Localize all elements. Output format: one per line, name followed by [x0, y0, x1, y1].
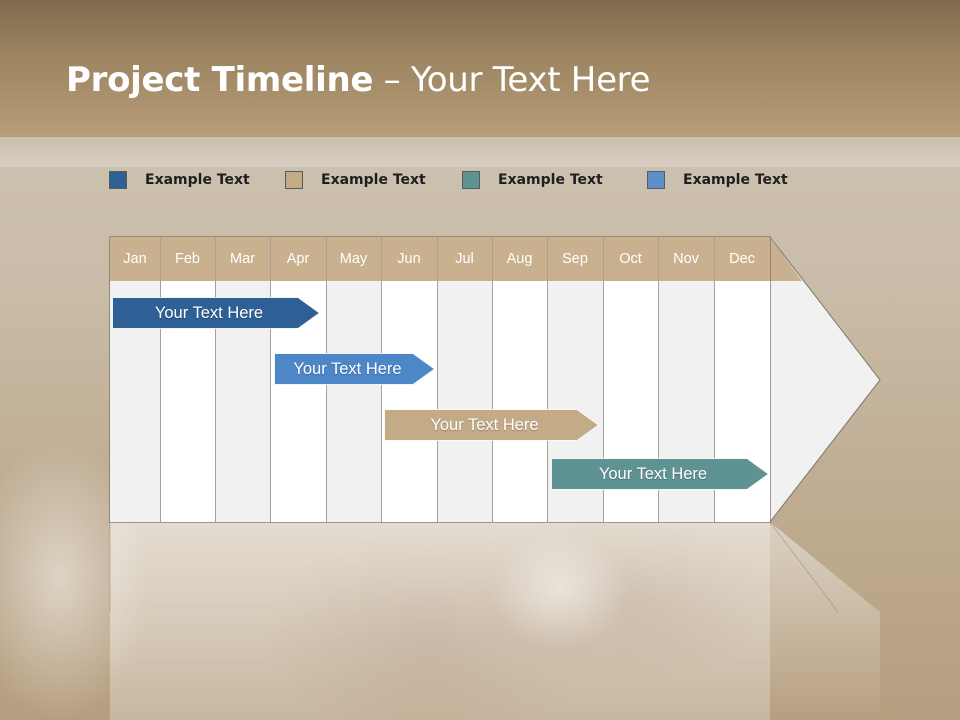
month-header-cell: [492, 237, 547, 281]
grid-line: [160, 237, 161, 522]
task-bar-shape: [551, 458, 769, 490]
month-column-aug: [492, 281, 547, 522]
grid-line: [714, 237, 715, 522]
title-bold: Project Timeline: [66, 60, 374, 100]
task-bar-1[interactable]: Your Text Here: [112, 297, 320, 329]
task-bar-3[interactable]: Your Text Here: [384, 409, 599, 441]
month-label-aug: Aug: [506, 251, 533, 267]
legend-swatch: [109, 171, 127, 189]
grid-line: [492, 237, 493, 522]
task-bar-shape: [384, 409, 599, 441]
title-rest: – Your Text Here: [373, 60, 651, 100]
legend-swatch: [647, 171, 665, 189]
month-label-jun: Jun: [397, 251, 421, 267]
month-header-cell: [326, 237, 381, 281]
month-label-oct: Oct: [619, 251, 642, 267]
month-header-cell: [381, 237, 437, 281]
legend-label: Example Text: [498, 172, 603, 188]
legend-swatch: [462, 171, 480, 189]
legend-label: Example Text: [683, 172, 788, 188]
month-header-cell: [110, 237, 160, 281]
month-label-mar: Mar: [230, 251, 255, 267]
task-bar-shape: [112, 297, 320, 329]
legend-swatch: [285, 171, 303, 189]
grid-line: [547, 237, 548, 522]
month-header-cell: [437, 237, 492, 281]
month-label-jul: Jul: [455, 251, 474, 267]
month-column-jun: [381, 281, 437, 522]
task-bar-shape: [274, 353, 435, 385]
month-label-apr: Apr: [286, 251, 310, 267]
grid-line: [270, 237, 271, 522]
month-header-cell: [160, 237, 215, 281]
task-bar-label: Your Text Here: [154, 304, 264, 322]
task-bar-label: Your Text Here: [293, 360, 402, 378]
month-label-sep: Sep: [562, 251, 588, 267]
legend-label: Example Text: [145, 172, 250, 188]
task-bar-label: Your Text Here: [430, 416, 539, 434]
page-title: Project Timeline – Your Text Here: [66, 60, 651, 100]
month-label-nov: Nov: [673, 251, 699, 267]
grid-line: [215, 237, 216, 522]
month-header-cell: [547, 237, 603, 281]
month-label-may: May: [339, 251, 368, 267]
grid-line: [658, 237, 659, 522]
month-label-feb: Feb: [175, 251, 200, 267]
header-band: [0, 0, 960, 137]
grid-line: [603, 237, 604, 522]
month-header-cell: [215, 237, 270, 281]
month-header-cell: [714, 237, 770, 281]
month-column-may: [326, 281, 381, 522]
month-label-dec: Dec: [729, 251, 755, 267]
month-header-cell: [603, 237, 658, 281]
month-header-cell: [270, 237, 326, 281]
task-bar-4[interactable]: Your Text Here: [551, 458, 769, 490]
legend-label: Example Text: [321, 172, 426, 188]
month-label-jan: Jan: [123, 251, 147, 267]
task-bar-2[interactable]: Your Text Here: [274, 353, 435, 385]
month-header-cell: [658, 237, 714, 281]
header-strip: [0, 137, 960, 167]
month-column-jul: [437, 281, 492, 522]
grid-line: [437, 237, 438, 522]
task-bar-label: Your Text Here: [598, 465, 708, 483]
